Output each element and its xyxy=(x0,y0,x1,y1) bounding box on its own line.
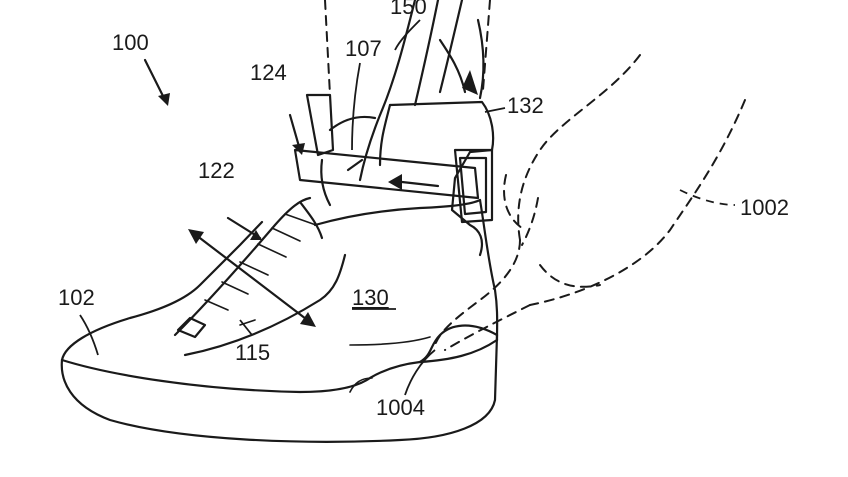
cable-150 xyxy=(358,0,485,182)
ref-115-label: 115 xyxy=(235,340,270,365)
ref-1002-label: 1002 xyxy=(740,195,789,220)
ref-100-label: 100 xyxy=(112,30,149,55)
collar-107 xyxy=(305,93,377,207)
leader-lines xyxy=(79,19,736,396)
sole xyxy=(60,333,499,443)
leg-outline xyxy=(324,0,491,96)
ref-122-label: 122 xyxy=(198,158,235,183)
ref-1004-label: 1004 xyxy=(376,395,425,420)
ref-150-label: 150 xyxy=(390,0,427,19)
upper-130 xyxy=(60,198,499,364)
strap-124 xyxy=(293,148,480,200)
arrows xyxy=(143,58,316,327)
ref-124-label: 124 xyxy=(250,60,287,85)
ref-102-label: 102 xyxy=(58,285,95,310)
hand-outline xyxy=(434,54,746,351)
ref-132-label: 132 xyxy=(507,93,544,118)
heel-counter-132 xyxy=(378,100,495,257)
ref-130-label: 130 xyxy=(352,285,389,310)
tongue-122 xyxy=(173,196,347,357)
ref-107-label: 107 xyxy=(345,36,382,61)
